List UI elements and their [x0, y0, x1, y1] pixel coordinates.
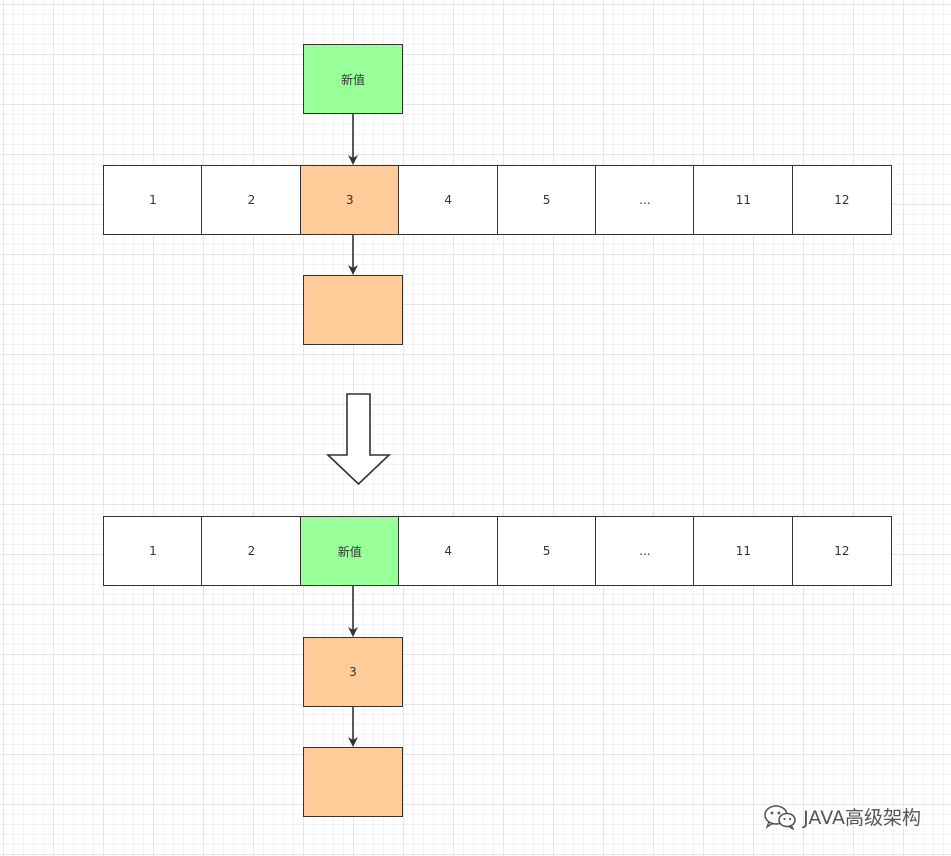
bottom-chain-node-1: 3: [303, 637, 403, 707]
top-array-cell-7: 11: [693, 165, 794, 235]
top-array-cell-label: 5: [542, 193, 551, 207]
wechat-icon: [764, 804, 796, 830]
bottom-array-cell-1: 1: [103, 516, 203, 586]
bottom-array-cell-label: 5: [542, 544, 551, 558]
bottom-chain-node-1-label: 3: [349, 665, 357, 679]
bottom-array-cell-label: 1: [149, 544, 157, 558]
top-array-cell-2: 2: [201, 165, 302, 235]
top-array-cell-6: ...: [595, 165, 696, 235]
bottom-array-cell-label: 2: [247, 544, 256, 558]
top-array-cell-label: 1: [149, 193, 157, 207]
watermark: JAVA高级架构: [763, 803, 921, 830]
top-array-cell-8: 12: [791, 165, 892, 235]
top-array-cell-label: 3: [345, 193, 354, 207]
bottom-array-cell-label: 新值: [337, 544, 362, 559]
watermark-text: JAVA高级架构: [803, 807, 921, 829]
bottom-array-cell-3: 新值: [299, 516, 400, 586]
bottom-array-cell-6: ...: [595, 516, 696, 586]
bottom-array-cell-5: 5: [496, 516, 597, 586]
top-array-cell-5: 5: [496, 165, 597, 235]
top-array-cell-label: 11: [735, 193, 752, 207]
bottom-array-cell-label: ...: [639, 544, 651, 558]
bottom-array-cell-8: 12: [791, 516, 892, 586]
top-array-cell-4: 4: [398, 165, 499, 235]
new-value-node: 新值: [303, 44, 403, 114]
top-array-cell-label: ...: [639, 193, 651, 207]
bottom-array-cell-label: 4: [444, 544, 453, 558]
top-chain-node: [303, 275, 403, 345]
top-array-cell-label: 2: [247, 193, 256, 207]
bottom-array-cell-label: 11: [735, 544, 752, 558]
top-array-cell-3: 3: [299, 165, 400, 235]
bottom-array-cell-4: 4: [398, 516, 499, 586]
new-value-label: 新值: [340, 72, 365, 87]
bottom-array-cell-label: 12: [834, 544, 850, 558]
bottom-chain-node-2: [303, 747, 403, 817]
top-array-cell-label: 12: [834, 193, 850, 207]
bottom-array-cell-7: 11: [693, 516, 794, 586]
bottom-array-cell-2: 2: [201, 516, 302, 586]
top-array-cell-1: 1: [103, 165, 203, 235]
top-array-cell-label: 4: [444, 193, 453, 207]
transform-down-arrow: [325, 393, 392, 486]
